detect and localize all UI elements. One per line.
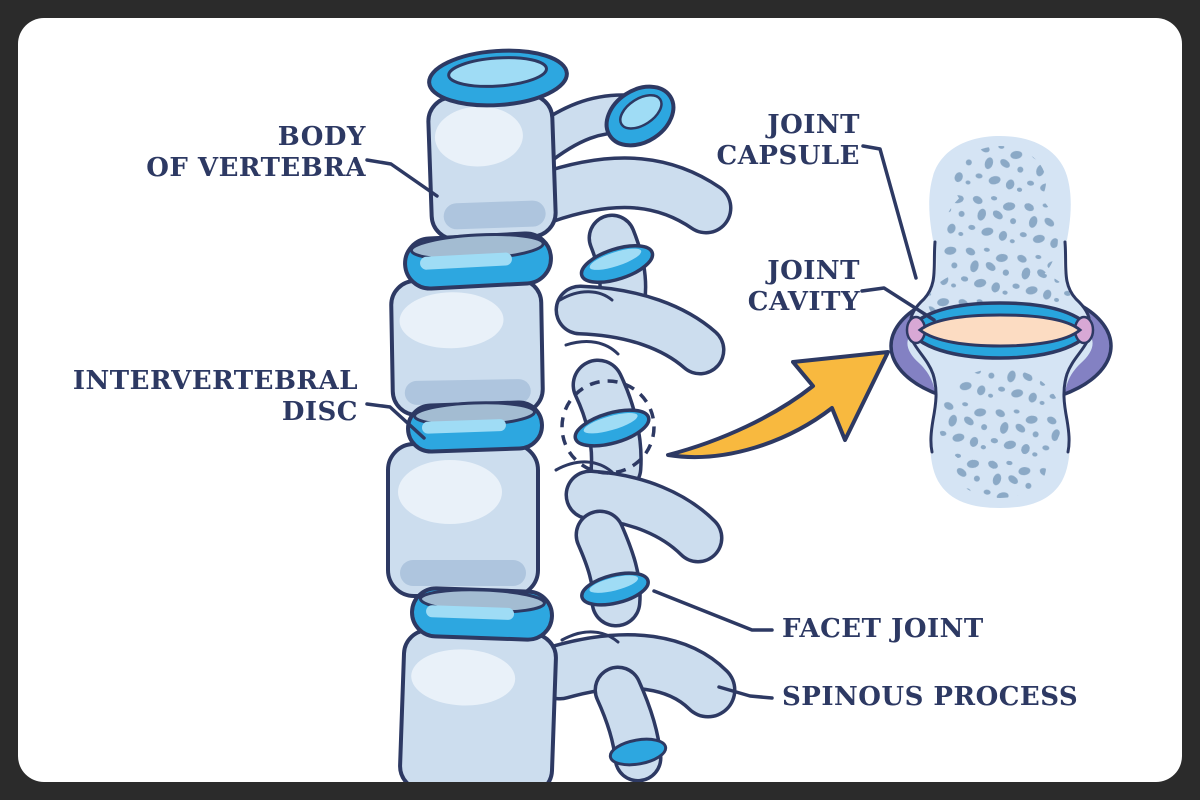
zoom-arrow-icon [666,350,890,460]
label-facet-joint: FACET JOINT [782,614,984,645]
label-joint-capsule-line2: CAPSULE [716,141,860,171]
label-intervertebral-disc-line1: INTERVERTEBRAL [72,366,358,396]
top-disc-ring [427,48,569,108]
vertebra-body-1 [426,92,558,242]
label-joint-capsule-line1: JOINT [767,110,860,140]
illustration-card: BODY OF VERTEBRA INTERVERTEBRAL DISC JOI… [18,18,1182,782]
bone-crease-details [554,290,620,644]
vertebra-body-4 [398,628,558,782]
label-facet-joint-text: FACET JOINT [782,614,984,644]
spine-diagram-illustration [365,48,1113,782]
leader-joint-cavity [860,286,936,322]
label-joint-cavity-line2: CAVITY [747,287,860,317]
label-body-of-vertebra-line2: OF VERTEBRA [146,153,366,183]
illustration-stage: BODY OF VERTEBRA INTERVERTEBRAL DISC JOI… [18,18,1182,782]
facet-joint-closeup [889,136,1113,508]
intervertebral-disc-1 [403,231,553,291]
label-joint-cavity-line1: JOINT [767,256,860,286]
leader-joint-capsule [861,144,918,280]
leader-lines [365,144,936,700]
facet-joint-in-circle [573,408,651,448]
label-spinous-process: SPINOUS PROCESS [782,682,1078,713]
label-intervertebral-disc: INTERVERTEBRAL DISC [73,366,358,428]
label-body-of-vertebra: BODY OF VERTEBRA [146,122,366,184]
joint-cavity-shape [917,313,1083,348]
vertebra-body-3 [386,442,540,598]
label-intervertebral-disc-line2: DISC [281,397,358,427]
leader-facet-joint [652,589,774,632]
label-body-of-vertebra-line1: BODY [277,122,366,152]
vertebra-body-2 [389,277,545,417]
label-joint-cavity: JOINT CAVITY [748,256,860,318]
intervertebral-disc-3 [410,586,554,642]
facet-joint-target [580,571,650,607]
label-spinous-process-text: SPINOUS PROCESS [782,682,1079,712]
leader-intervertebral-disc [365,402,426,440]
leader-spinous-process [717,685,774,700]
intervertebral-disc-2 [406,400,544,454]
zoom-circle-outline [560,379,656,475]
label-joint-capsule: JOINT CAPSULE [717,110,860,172]
leader-body-of-vertebra [365,158,439,198]
facet-cartilage-bands [573,84,676,767]
